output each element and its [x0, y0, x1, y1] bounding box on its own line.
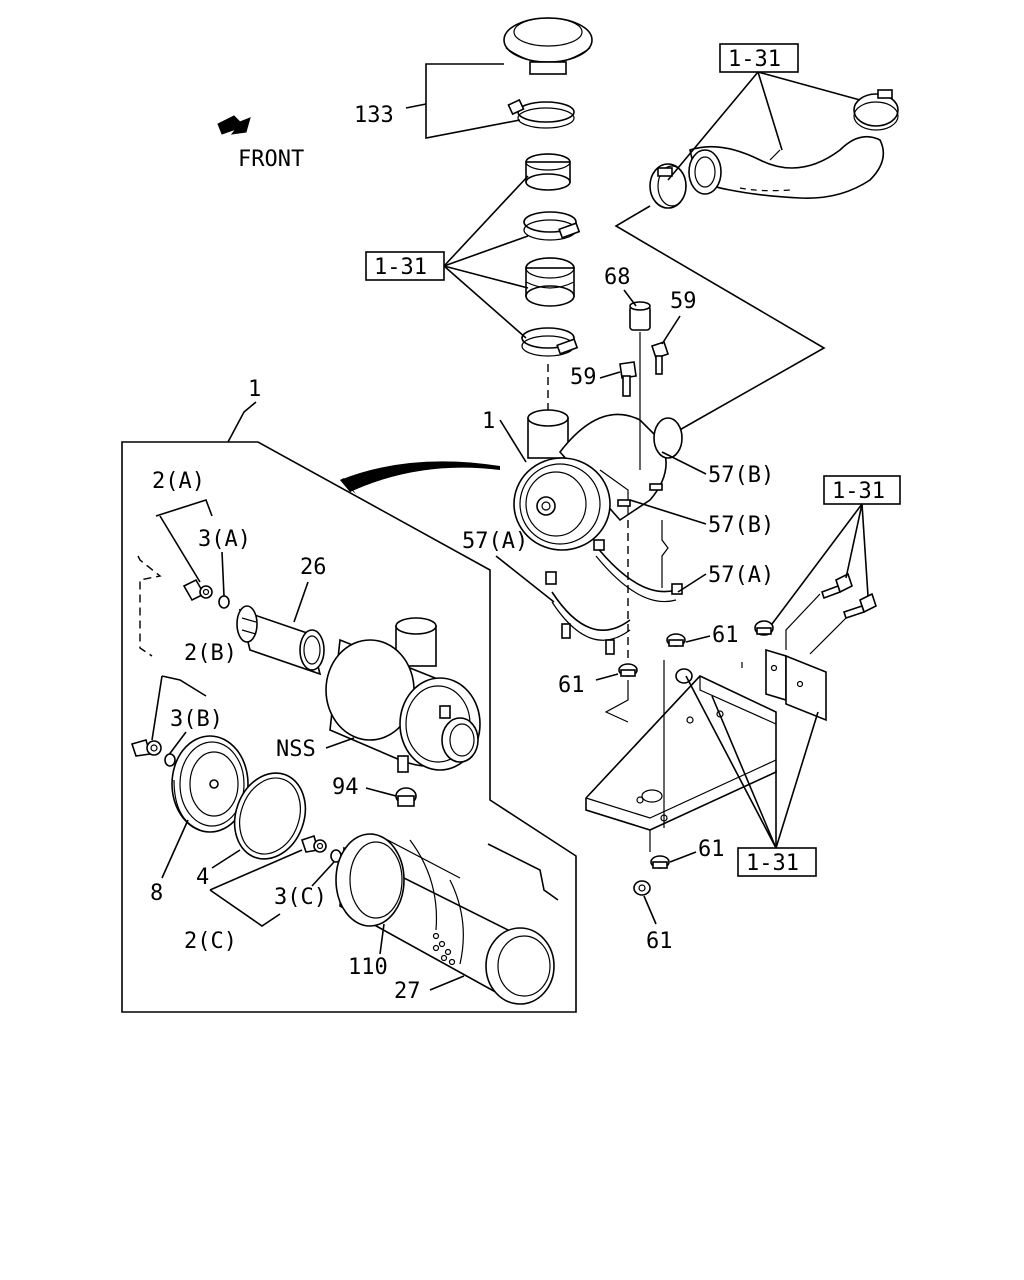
bolt-59-left-part: [619, 361, 637, 397]
washer-3b-part: [164, 753, 176, 767]
curved-arrow-icon: [340, 461, 500, 494]
clamp-upper-part: [523, 211, 581, 241]
callout-57a-right: 57(A): [708, 563, 774, 588]
callout-1-group: 1: [248, 377, 261, 402]
callout-27: 27: [394, 979, 421, 1004]
primary-element-110-part: [335, 833, 529, 1001]
sleeve-lower-part: [525, 257, 575, 307]
clamp-133-part: [507, 98, 575, 129]
callout-nss: NSS: [276, 737, 316, 762]
intake-hose-part: [688, 135, 885, 199]
nut-61-b-part: [618, 663, 638, 677]
outer-element-27-part: [432, 927, 555, 1005]
sleeve-upper-part: [525, 153, 571, 191]
callout-59-left: 59: [570, 365, 597, 390]
bracket-nut-left-part: [675, 668, 693, 684]
housing-nss-part: [325, 617, 481, 773]
cover-8-part: [171, 735, 249, 833]
callout-ref-bracket-bolts: 1-31: [832, 479, 885, 504]
callout-94: 94: [332, 775, 359, 800]
callout-ref-top-right: 1-31: [728, 47, 781, 72]
callout-ref-bottom: 1-31: [746, 851, 799, 876]
nut-61-d-part: [633, 880, 651, 896]
callout-61-c: 61: [698, 837, 725, 862]
rain-cap-part: [503, 17, 593, 75]
cap-68-part: [629, 301, 651, 331]
bolt-59-right-part: [650, 340, 670, 375]
callout-133: 133: [354, 103, 394, 128]
wing-bolt-2b-part: [130, 739, 162, 757]
front-label: FRONT: [238, 147, 304, 172]
callout-68: 68: [604, 265, 631, 290]
bracket-bolt-lower-part: [842, 592, 877, 620]
clamp-lower-part: [521, 327, 579, 357]
ref-box-clamps: [365, 251, 445, 281]
callout-ref-clamps: 1-31: [374, 255, 427, 280]
front-arrow-icon: [217, 115, 251, 135]
hose-clamp-right-part: [853, 89, 899, 131]
valve-94-part: [395, 787, 417, 807]
callout-57a-left: 57(A): [462, 529, 528, 554]
washer-3a-part: [218, 595, 230, 609]
bracket-bolt-upper-part: [820, 572, 853, 600]
callout-26: 26: [300, 555, 327, 580]
callout-110: 110: [348, 955, 388, 980]
callout-3c: 3(C): [274, 885, 327, 910]
callout-61-d: 61: [646, 929, 673, 954]
band-57b-part: [593, 539, 683, 603]
band-57a-part: [545, 571, 631, 655]
mounting-bracket-part: [585, 648, 827, 831]
callout-61-b: 61: [558, 673, 585, 698]
callout-59-right: 59: [670, 289, 697, 314]
nut-61-c-part: [650, 855, 670, 869]
ref-box-bottom: [737, 847, 817, 877]
callout-4: 4: [196, 865, 209, 890]
callout-3b: 3(B): [170, 707, 223, 732]
exploded-view-frame: [121, 441, 577, 1013]
ref-box-bracket-bolts: [823, 475, 901, 505]
callout-57b-1: 57(B): [708, 463, 774, 488]
callout-1-main: 1: [482, 409, 495, 434]
callout-2b: 2(B): [184, 641, 237, 666]
gasket-4-part: [233, 772, 307, 860]
safety-element-part: [236, 605, 325, 676]
callout-8: 8: [150, 881, 163, 906]
callout-2c: 2(C): [184, 929, 237, 954]
bracket-nut-part: [754, 620, 774, 636]
wing-bolt-2a-part: [182, 578, 213, 602]
wing-bolt-2c-part: [300, 834, 327, 853]
callout-2a: 2(A): [152, 469, 205, 494]
air-cleaner-assembly-part: [513, 409, 683, 551]
callout-57b-2: 57(B): [708, 513, 774, 538]
hose-clamp-left-part: [649, 163, 687, 209]
nut-61-a-part: [666, 633, 686, 647]
callout-61-a: 61: [712, 623, 739, 648]
callout-3a: 3(A): [198, 527, 251, 552]
